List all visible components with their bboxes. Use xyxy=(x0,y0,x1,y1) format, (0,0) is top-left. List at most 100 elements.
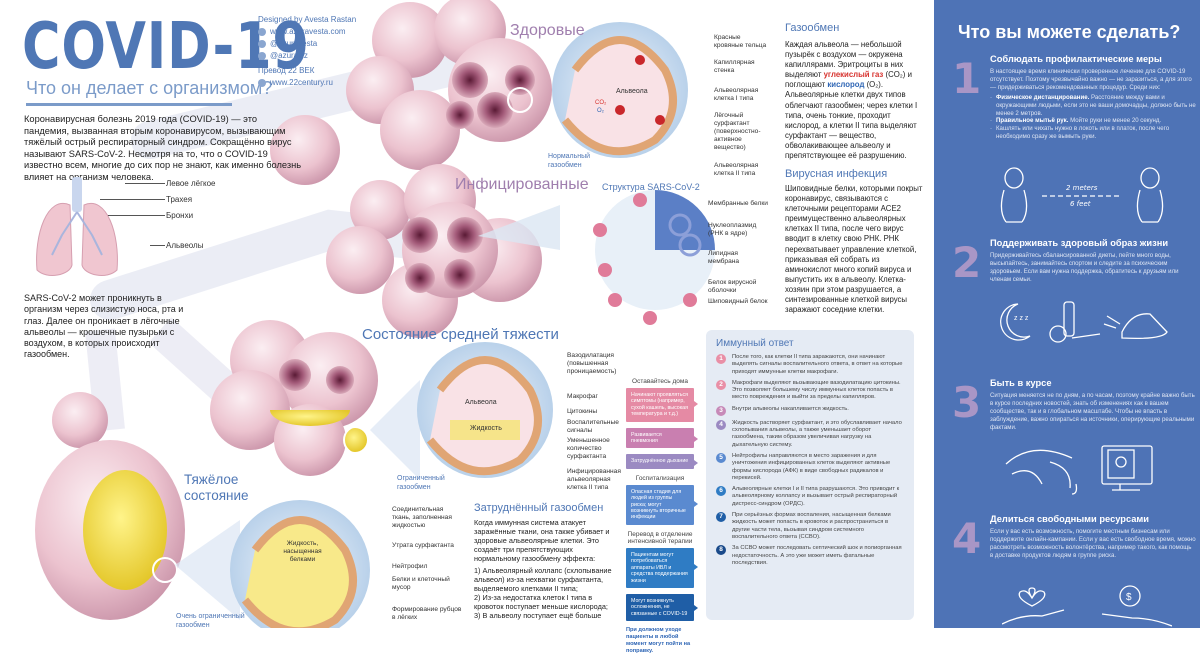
healthy-label-type2: Альвеолярная клетка II типа xyxy=(714,162,759,177)
step-title: Делиться свободными ресурсами xyxy=(990,514,1150,524)
co2-label: CO₂ xyxy=(595,100,607,106)
step-number-badge: 6 xyxy=(716,486,726,497)
very-limited-exchange-caption: Очень ограниченный газообмен xyxy=(176,613,245,629)
viral-infection-text: Шиповидные белки, которыми покрыт корона… xyxy=(785,184,923,315)
step-number: 4 xyxy=(952,514,982,563)
lungs-illustration xyxy=(36,177,118,276)
moderate-label-vasodilation: Вазодилатация (повышенная проницаемость) xyxy=(567,352,617,375)
healthy-lifestyle-icons: z z z xyxy=(1000,301,1168,343)
healthy-label-type1: Альвеолярная клетка I типа xyxy=(714,87,759,102)
page-subtitle: Что он делает с организмом? xyxy=(26,78,273,98)
severe-fluid-label: Жидкость, насыщенная белками xyxy=(283,540,322,563)
svg-text:$: $ xyxy=(1126,592,1132,603)
immune-step-text: Жидкость растворяет сурфактант, и это об… xyxy=(732,419,902,448)
healthy-label-surfactant: Лёгочный сурфактант (поверхностно-активн… xyxy=(714,112,761,151)
o2-term: кислород xyxy=(827,80,865,90)
lung-label-trachea: Трахея xyxy=(166,195,193,204)
severe-label-scarring: Формирование рубцов в лёгких xyxy=(392,606,462,621)
severe-detail-diagram xyxy=(230,500,370,628)
immune-step-text: Внутри альвеолы накапливается жидкость. xyxy=(732,405,849,412)
instagram-icon xyxy=(258,52,266,60)
moderate-label-macrophage: Макрофаг xyxy=(567,393,598,400)
world-map-icon xyxy=(1005,449,1078,495)
intro-text: Коронавирусная болезнь 2019 года (COVID-… xyxy=(24,114,302,182)
impaired-title: Затруднённый газообмен xyxy=(474,502,604,514)
stage-box: Могут возникнуть осложнения, не связанны… xyxy=(626,593,698,622)
immune-step: 3 Внутри альвеолы накапливается жидкость. xyxy=(716,405,904,416)
translation-site-text: www.22century.ru xyxy=(270,78,333,87)
instagram-link[interactable]: @azuraviz xyxy=(258,50,356,62)
impaired-intro: Когда иммунная система атакует заражённы… xyxy=(474,518,610,563)
impaired-item-1: 1) Альвеолярный коллапс (схлопывание аль… xyxy=(474,566,612,593)
step-number: 2 xyxy=(952,238,982,287)
instagram-text: @azuraviz xyxy=(270,51,308,60)
immune-step-text: За ССВО может последовать септический шо… xyxy=(732,545,902,566)
svg-text:z z z: z z z xyxy=(1014,315,1029,322)
translation-link[interactable]: www.22century.ru xyxy=(258,77,356,89)
website-link[interactable]: www.azuravesta.com xyxy=(258,26,356,38)
immune-step: 4 Жидкость растворяет сурфактант, и это о… xyxy=(716,419,904,449)
immune-step-text: При серьёзных формах воспаления, насыщен… xyxy=(732,512,891,540)
hand-heart-icon xyxy=(1002,587,1065,625)
moderate-fluid-label: Жидкость xyxy=(470,425,502,432)
twitter-link[interactable]: @azuravesta xyxy=(258,38,356,50)
immune-step: 2 Макрофаги выделяют вызывающие вазодилат… xyxy=(716,379,904,402)
bullet-item: Правильное мытьё рук. Мойте руки не мене… xyxy=(990,117,1196,125)
actions-panel: Что вы можете сделать? 1 Соблюдать профи… xyxy=(934,0,1200,628)
virus-label-spike: Шиповидный белок xyxy=(708,298,768,305)
healthy-alveoli-cluster xyxy=(270,0,552,185)
infected-title: Инфицированные xyxy=(455,176,589,193)
distance-bottom-text: 6 feet xyxy=(1070,200,1091,208)
immune-title: Иммунный ответ xyxy=(716,338,794,349)
bullet-item: Физическое дистанцирование. Расстояние м… xyxy=(990,94,1196,118)
running-shoe-icon xyxy=(1103,313,1168,340)
stage-box: Затруднённое дыхание xyxy=(626,454,698,469)
step-number-badge: 4 xyxy=(716,419,726,430)
recovery-note: При должном уходе пациенты в любой момен… xyxy=(626,627,691,655)
healthy-label-capillary: Капиллярная стенка xyxy=(714,59,755,74)
healthy-title: Здоровые xyxy=(510,22,585,39)
credits: Designed by Avesta Rastan www.azuravesta… xyxy=(258,14,356,89)
actions-title: Что вы можете сделать? xyxy=(958,22,1181,42)
leader-line xyxy=(108,215,165,216)
severe-label-connective: Соединительная ткань, заполненная жидкос… xyxy=(392,506,452,529)
step-title: Соблюдать профилактические меры xyxy=(990,54,1162,64)
immune-step-text: Нейтрофилы направляются в место заражени… xyxy=(732,452,891,481)
twitter-icon xyxy=(258,40,266,48)
moderate-detail-diagram xyxy=(417,342,553,478)
step-number-badge: 8 xyxy=(716,545,726,556)
virus-label-nucleocapsid: Нуклеоплазмид (РНК в ядре) xyxy=(708,222,757,237)
step-1-bullets: Физическое дистанцирование. Расстояние м… xyxy=(990,94,1196,141)
step-number-badge: 3 xyxy=(716,405,726,416)
severe-label-debris: Белки и клеточный мусор xyxy=(392,576,450,591)
severe-title-line2: состояние xyxy=(184,488,249,503)
gas-exchange-title: Газообмен xyxy=(785,22,840,34)
immune-step-text: Альвеолярные клетки I и II типа разрушаю… xyxy=(732,486,900,507)
sars-entry-text: SARS-CoV-2 может проникнуть в организм ч… xyxy=(24,293,184,360)
alveola-label: Альвеола xyxy=(616,88,648,95)
gas-text-1: Каждая альвеола — небольшой пузырёк с во… xyxy=(785,40,904,80)
normal-exchange-caption: Нормальный газообмен xyxy=(548,153,591,169)
step-number-badge: 2 xyxy=(716,379,726,390)
virus-label-lipid: Липидная мембрана xyxy=(708,250,740,265)
immune-step-text: Макрофаги выделяют вызывающие вазодилата… xyxy=(732,379,901,401)
step-1-intro: В настоящее время клинически проверенное… xyxy=(990,68,1192,91)
globe-icon xyxy=(258,79,266,87)
translation-credit: Превод 22 ВЕК xyxy=(258,66,315,75)
leader-line xyxy=(150,245,165,246)
moderate-alveola-label: Альвеола xyxy=(465,399,497,406)
gas-exchange-text: Каждая альвеола — небольшой пузырёк с во… xyxy=(785,40,923,161)
virus-diagram xyxy=(593,190,715,325)
step-title: Поддерживать здоровый образ жизни xyxy=(990,238,1169,248)
moderate-label-signals: Воспалительные сигналы xyxy=(567,419,619,434)
bullet-item: Кашлять или чихать нужно в локоть или в … xyxy=(990,125,1196,141)
step-number-badge: 1 xyxy=(716,354,726,364)
moderate-alveoli-cluster xyxy=(210,320,420,480)
social-distance-icon: 2 meters 6 feet xyxy=(1000,167,1164,223)
immune-step-text: После того, как клетки II типа заражаютс… xyxy=(732,354,903,375)
viral-infection-title: Вирусная инфекция xyxy=(785,168,888,180)
immune-step: 8 За ССВО может последовать септический ш… xyxy=(716,545,904,567)
distance-top-text: 2 meters xyxy=(1066,184,1098,192)
